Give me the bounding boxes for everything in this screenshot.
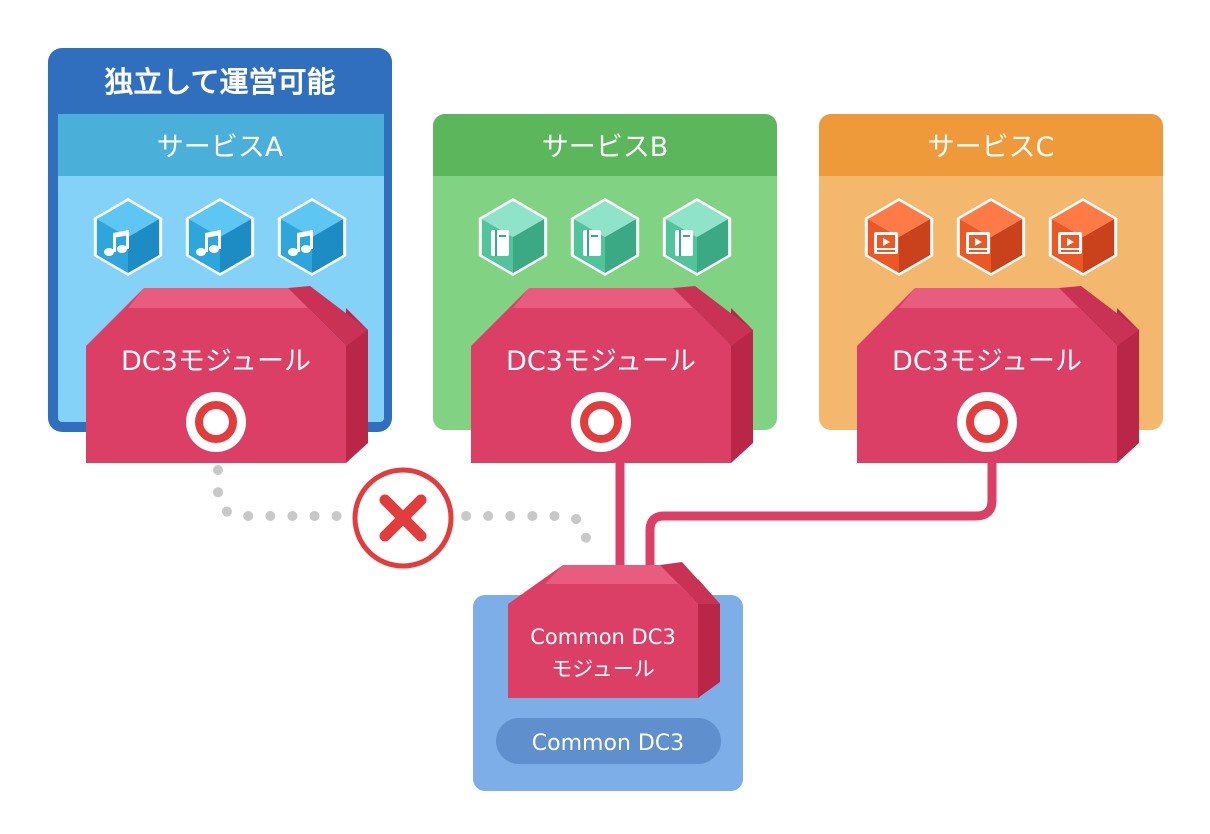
- cube-right: [1083, 219, 1115, 273]
- cube-right: [312, 219, 344, 273]
- dc3-module-roof-highlight: [899, 288, 1079, 308]
- dc3-module-side: [346, 308, 368, 463]
- dc3-module: DC3モジュール: [471, 286, 753, 463]
- dc3-module-side: [1117, 308, 1139, 463]
- service-cube: [478, 198, 548, 276]
- blocked-dotted-path: [213, 465, 591, 561]
- blocked-mark: [352, 467, 454, 569]
- cube-right: [697, 219, 729, 273]
- video-player-icon: [966, 232, 990, 254]
- service-c-title: サービスC: [928, 132, 1055, 163]
- common-module-roof-side: [660, 562, 720, 604]
- dc3-module-roof-highlight: [128, 288, 308, 308]
- cube-right: [220, 219, 252, 273]
- service-a-title: サービスA: [157, 132, 284, 163]
- target-ring-icon: [186, 392, 246, 452]
- service-cube: [185, 198, 255, 276]
- book-icon: [583, 230, 601, 256]
- common-module-side: [698, 579, 720, 698]
- dc3-module-label: DC3モジュール: [506, 346, 696, 377]
- common-module-front: [508, 565, 698, 698]
- service-cube: [93, 198, 163, 276]
- dc3-module-roof-side: [288, 286, 368, 346]
- target-ring-icon: [571, 392, 631, 452]
- cube-left: [96, 219, 128, 273]
- service-c-header: [819, 114, 1163, 176]
- common-module-label-line1: Common DC3: [530, 625, 675, 649]
- service-b-header: [433, 114, 777, 176]
- book-icon: [491, 230, 509, 256]
- dc3-module-roof-highlight: [513, 288, 693, 308]
- dc3-module-label: DC3モジュール: [892, 346, 1082, 377]
- cube-right: [991, 219, 1023, 273]
- connector-service-c: [645, 462, 997, 570]
- service-a-header: [58, 114, 384, 176]
- service-cube: [277, 198, 347, 276]
- cube-right: [605, 219, 637, 273]
- book-icon: [675, 230, 693, 256]
- common-dc3-panel: Common DC3 モジュール Common DC3: [473, 562, 743, 791]
- service-cube: [662, 198, 732, 276]
- cube-right: [899, 219, 931, 273]
- dc3-modules: DC3モジュール DC3モジュール DC3モジュール: [86, 286, 1139, 463]
- dc3-module-front: [86, 288, 346, 463]
- connectors: [213, 462, 997, 570]
- service-cubes: [93, 198, 1118, 276]
- dc3-module-label: DC3モジュール: [121, 346, 311, 377]
- dc3-module-side: [731, 308, 753, 463]
- service-cube: [864, 198, 934, 276]
- independent-badge-label: 独立して運営可能: [104, 65, 335, 99]
- video-player-icon: [1058, 232, 1082, 254]
- service-b-title: サービスB: [542, 132, 669, 163]
- service-cube: [1048, 198, 1118, 276]
- dc3-module-roof-side: [673, 286, 753, 346]
- dc3-module-front: [471, 288, 731, 463]
- cube-top: [280, 201, 344, 237]
- target-ring-icon: [957, 392, 1017, 452]
- cube-right: [128, 219, 160, 273]
- video-player-icon: [874, 232, 898, 254]
- common-dc3-pill-label: Common DC3: [532, 731, 684, 756]
- x-icon: [379, 494, 427, 542]
- dc3-module: DC3モジュール: [857, 286, 1139, 463]
- common-dc3-module: Common DC3 モジュール: [508, 562, 720, 698]
- common-dc3-pill: [496, 718, 721, 764]
- common-module-roof-highlight: [545, 565, 680, 584]
- dc3-module: DC3モジュール: [86, 286, 368, 463]
- cube-right: [513, 219, 545, 273]
- common-module-label-line2: モジュール: [551, 657, 655, 681]
- dc3-module-front: [857, 288, 1117, 463]
- dc3-module-roof-side: [1059, 286, 1139, 346]
- service-cube: [956, 198, 1026, 276]
- service-cube: [570, 198, 640, 276]
